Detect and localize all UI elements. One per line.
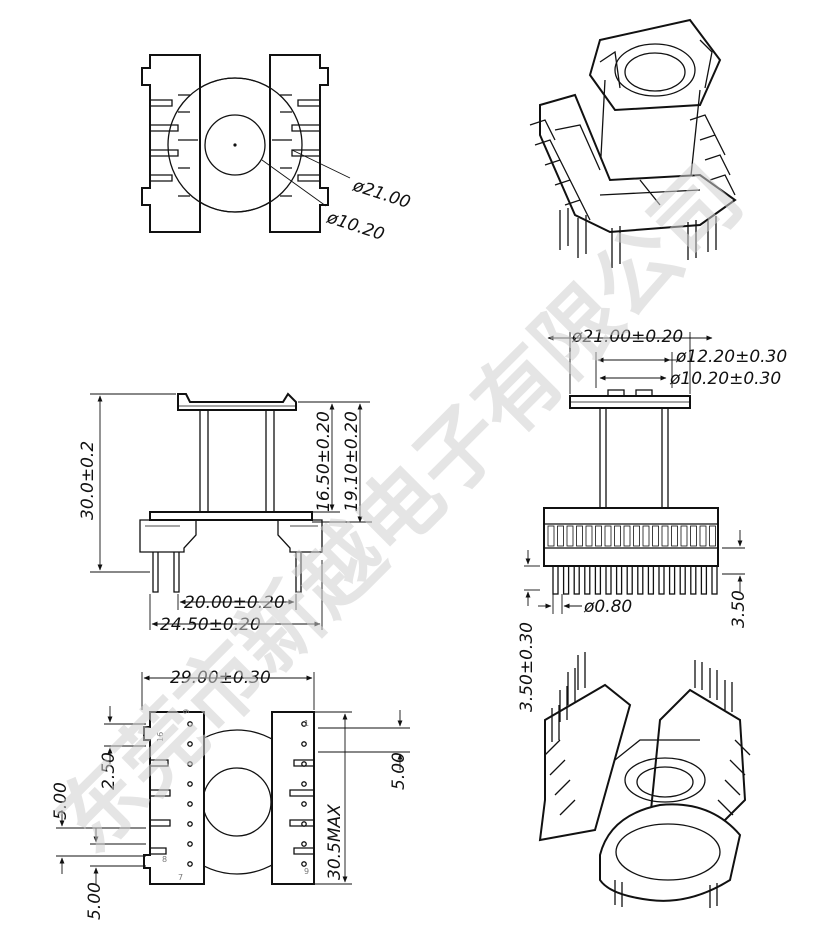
bottom-pin-left (187, 781, 193, 787)
front-pin (637, 565, 644, 595)
bottom-pin-right (301, 721, 307, 727)
bottom-pin-right (301, 781, 307, 787)
bottom-pin-left (187, 821, 193, 827)
front-slot (671, 525, 678, 547)
front-slot (623, 525, 631, 547)
bottom-width: 29.00±0.30 (170, 668, 271, 688)
front-pin-len-right: 3.50 (729, 590, 749, 628)
side-height-b: 19.10±0.20 (342, 411, 362, 512)
front-slot (547, 525, 555, 547)
front-slot (652, 525, 659, 547)
front-pin (584, 565, 591, 595)
front-flange-dia: ø21.00±0.20 (571, 327, 683, 347)
side-height-total: 30.0±0.2 (78, 441, 98, 520)
pin-label-16: 16 (156, 732, 165, 742)
front-slot (661, 525, 669, 547)
bottom-length-max: 30.5MAX (325, 804, 345, 880)
side-width-outer: 24.50±0.20 (160, 615, 261, 635)
front-pin (573, 565, 580, 595)
front-pin (605, 565, 612, 595)
front-pin (690, 565, 697, 595)
bottom-pitch: 2.50 (99, 752, 119, 790)
front-slot (709, 525, 716, 547)
front-slots (547, 525, 716, 547)
front-pin (679, 565, 686, 595)
front-slot (633, 525, 640, 547)
iso-view-bottom (538, 652, 751, 908)
front-core-inner: ø10.20±0.30 (669, 369, 781, 389)
front-pin (700, 565, 708, 595)
bottom-pin-right (301, 861, 307, 867)
bottom-pins (187, 721, 307, 867)
front-pin (552, 565, 559, 595)
front-pin-len-left: 3.50±0.30 (517, 622, 537, 712)
bottom-pin-left (187, 841, 193, 847)
pin-label-7: 7 (178, 873, 183, 882)
front-slot (614, 525, 621, 547)
side-width-inner: 20.00±0.20 (184, 593, 285, 613)
front-slot (690, 525, 697, 547)
front-pin (626, 565, 633, 595)
front-pin (668, 565, 676, 595)
front-pin (615, 565, 623, 595)
bottom-pin-left (187, 721, 193, 727)
pin-label-8: 8 (162, 855, 167, 864)
side-height-a: 16.50±0.20 (314, 411, 334, 512)
front-slot (566, 525, 574, 547)
top-dim-inner: ø10.20 (324, 207, 387, 245)
pin-label-9a: 9 (182, 709, 191, 714)
front-pin (594, 565, 602, 595)
front-slot (595, 525, 602, 547)
front-slot (576, 525, 583, 547)
top-dim-outer: ø21.00 (350, 175, 413, 213)
bottom-pin-left (187, 761, 193, 767)
front-pin (562, 565, 570, 595)
front-slot (680, 525, 688, 547)
bottom-pin-right (301, 761, 307, 767)
side-view: 30.0±0.2 16.50±0.20 19.10±0.20 20.00±0.2… (78, 392, 372, 635)
front-slot (604, 525, 612, 547)
bottom-pin-left (187, 801, 193, 807)
bottom-pin-right (301, 821, 307, 827)
front-pin (647, 565, 655, 595)
bottom-row-gap-left: 5.00 (51, 782, 71, 820)
iso-view-top (529, 18, 737, 268)
front-slot (585, 525, 593, 547)
front-pin (711, 565, 718, 595)
bottom-pin-right (301, 801, 307, 807)
bottom-row-gap-right: 5.00 (389, 752, 409, 790)
front-view: ø21.00±0.20 ø12.20±0.30 ø10.20±0.30 3.50… (517, 327, 787, 712)
bottom-pin-left (187, 741, 193, 747)
front-pins (552, 565, 718, 595)
bottom-gap: 5.00 (85, 882, 105, 920)
front-pin (658, 565, 665, 595)
bottom-pin-right (301, 741, 307, 747)
front-core-outer: ø12.20±0.30 (675, 347, 787, 367)
top-view: ø21.00 ø10.20 (141, 54, 413, 245)
bottom-view: 16 9 8 7 1 9 29.00±0.30 30.5MAX 5.00 2.5… (51, 668, 410, 920)
bottom-pin-right (301, 841, 307, 847)
front-slot (557, 525, 564, 547)
pin-label-9b: 9 (304, 867, 309, 876)
bottom-pin-left (187, 861, 193, 867)
pin-label-1: 1 (304, 719, 309, 728)
front-slot (642, 525, 650, 547)
front-slot (699, 525, 707, 547)
front-pin-dia: ø0.80 (583, 597, 632, 617)
